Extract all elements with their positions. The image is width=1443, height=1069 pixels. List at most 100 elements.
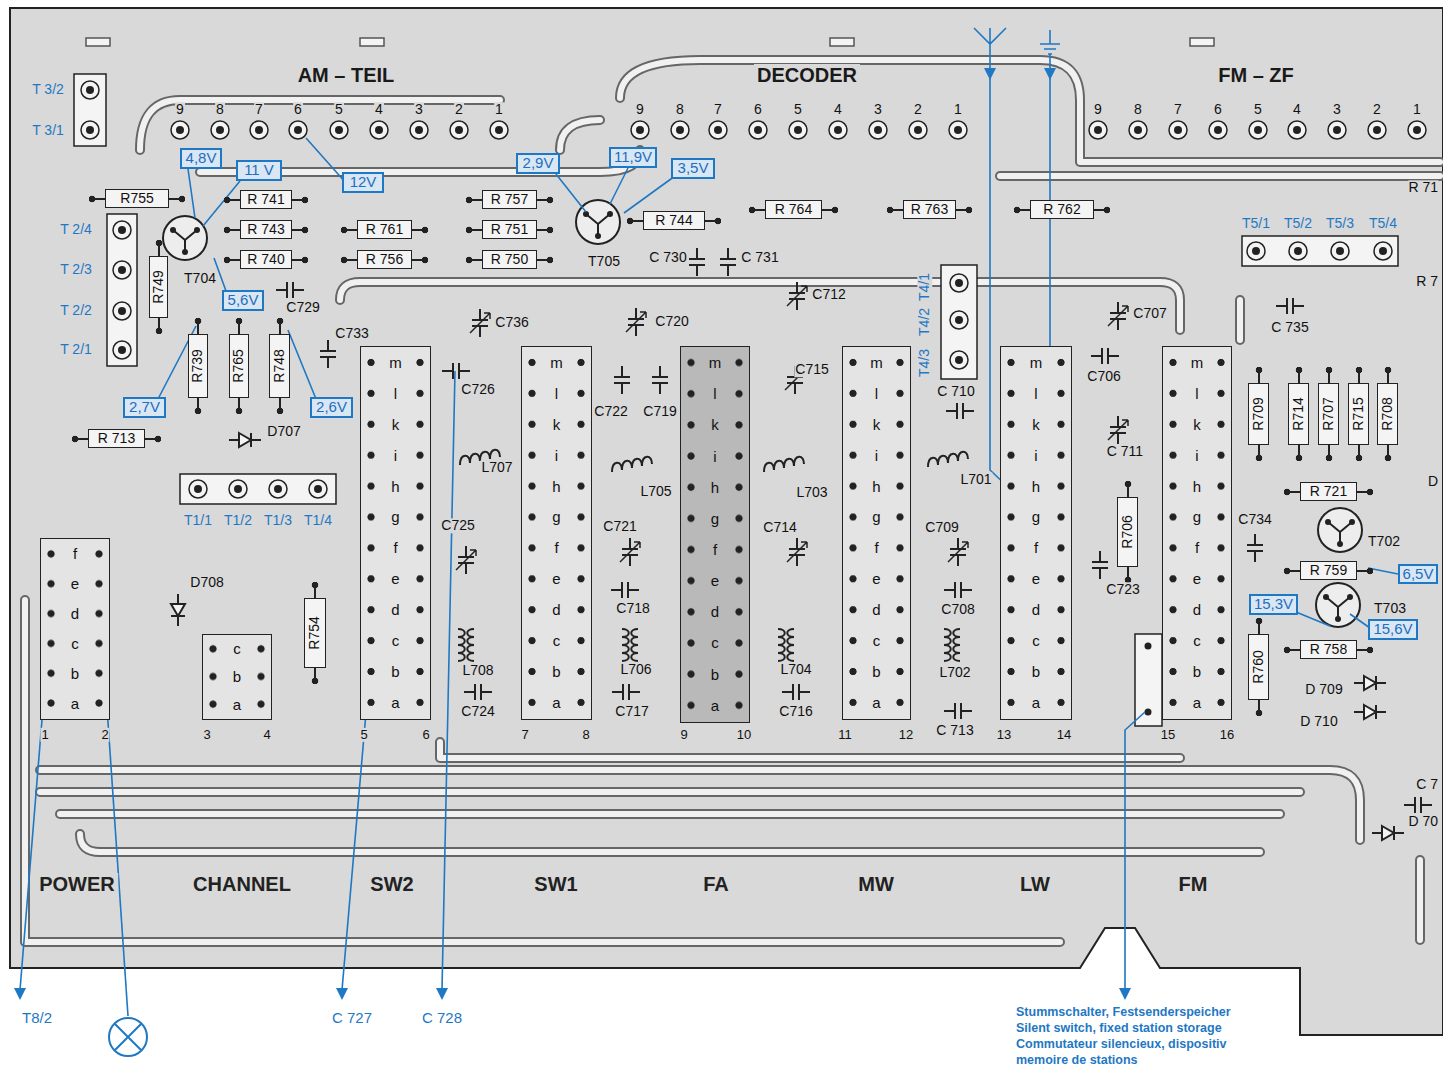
voltage-value: 6,5V bbox=[1403, 566, 1434, 583]
component-label: C724 bbox=[460, 704, 495, 719]
pcb-artwork-part bbox=[229, 480, 247, 498]
component-label: T703 bbox=[1373, 601, 1407, 616]
pcb-artwork-part bbox=[140, 100, 500, 150]
contact-letter: b bbox=[41, 658, 109, 688]
pcb-artwork-part bbox=[330, 121, 348, 139]
pcb-artwork-part bbox=[1145, 643, 1152, 716]
voltage-callout: 12V bbox=[342, 172, 384, 193]
resistor-body: R 763 bbox=[903, 200, 956, 219]
switch-number: 4 bbox=[262, 728, 271, 742]
contact-letter: c bbox=[681, 627, 749, 658]
voltage-callout: 11,9V bbox=[609, 147, 657, 168]
pcb-artwork-part bbox=[1354, 676, 1386, 690]
switch-number: 10 bbox=[736, 728, 752, 742]
component-label: D 70 bbox=[1408, 814, 1438, 829]
part-number: R 762 bbox=[1043, 202, 1080, 217]
contact-letter: f bbox=[843, 532, 910, 563]
resistor-body: R755 bbox=[105, 189, 169, 208]
pin-number: 4 bbox=[833, 102, 843, 117]
note-text: Commutateur silencieux, dispositiv bbox=[1016, 1038, 1226, 1052]
pcb-artwork-part bbox=[789, 121, 807, 139]
pin-number: 4 bbox=[1292, 102, 1302, 117]
resistor-body: R 713 bbox=[88, 429, 145, 448]
component-label: D707 bbox=[266, 424, 301, 439]
pin-number: 2 bbox=[1372, 102, 1382, 117]
pcb-artwork-part bbox=[442, 363, 470, 379]
terminal-label: T5/1 bbox=[1241, 216, 1271, 231]
pcb-artwork-part bbox=[610, 168, 628, 204]
contact-letter: a bbox=[843, 687, 910, 718]
resistor-body: R749 bbox=[149, 256, 168, 318]
voltage-callout: 2,6V bbox=[310, 397, 353, 418]
pcb-artwork-part bbox=[950, 274, 968, 292]
pcb-artwork-part bbox=[40, 787, 1300, 797]
pcb-artwork-part bbox=[464, 684, 492, 700]
contact-letter: k bbox=[1001, 409, 1071, 440]
pin-number: 5 bbox=[334, 102, 344, 117]
resistor-body: R 750 bbox=[482, 250, 537, 269]
pcb-artwork-part bbox=[620, 60, 1440, 162]
pcb-artwork-part bbox=[115, 1024, 141, 1050]
component-label: C 711 bbox=[1106, 444, 1144, 459]
resistor-body: R739 bbox=[188, 334, 208, 398]
pcb-artwork-part bbox=[14, 988, 26, 1000]
component-label: T704 bbox=[183, 271, 217, 286]
pcb-artwork-part bbox=[1108, 416, 1128, 444]
contact-letter: l bbox=[361, 378, 430, 409]
contact-letter: e bbox=[843, 563, 910, 594]
contact-letter: d bbox=[41, 599, 109, 629]
contact-letter: f bbox=[1163, 532, 1231, 563]
pcb-artwork-part bbox=[652, 366, 668, 394]
pcb-artwork-part bbox=[171, 594, 185, 626]
pcb-artwork-part bbox=[81, 81, 99, 99]
component-label: C733 bbox=[334, 326, 369, 341]
pcb-artwork-part bbox=[720, 248, 736, 276]
pcb-artwork-part bbox=[1350, 614, 1370, 628]
component-label: C726 bbox=[460, 382, 495, 397]
pcb-artwork-part bbox=[14, 68, 1131, 1000]
pcb-artwork-part bbox=[1374, 242, 1392, 260]
component-label: C714 bbox=[762, 520, 797, 535]
component-label: C 713 bbox=[935, 723, 974, 738]
pcb-artwork-part bbox=[560, 120, 600, 150]
contact-letter: c bbox=[843, 625, 910, 656]
pcb-artwork-part bbox=[163, 216, 207, 260]
switch-number: 2 bbox=[100, 728, 109, 742]
pcb-artwork-part bbox=[1249, 121, 1267, 139]
pcb-artwork-part bbox=[458, 629, 474, 661]
contact-letter: l bbox=[1163, 378, 1231, 409]
pcb-artwork-part bbox=[1408, 121, 1426, 139]
pin-number: 8 bbox=[215, 102, 225, 117]
pcb-artwork-part bbox=[1190, 38, 1214, 46]
pcb-artwork-part bbox=[180, 474, 336, 504]
contact-letter: d bbox=[1163, 594, 1231, 625]
part-number: R708 bbox=[1380, 397, 1395, 430]
pcb-artwork-part bbox=[340, 282, 1180, 330]
pin-number: 5 bbox=[793, 102, 803, 117]
switch-block: mlkihgfedcba bbox=[680, 346, 750, 723]
resistor-body: R765 bbox=[229, 334, 249, 398]
switch-name: SW2 bbox=[367, 873, 416, 895]
pcb-artwork-part bbox=[107, 214, 137, 366]
voltage-value: 2,7V bbox=[129, 399, 160, 416]
contact-letter: g bbox=[1001, 502, 1071, 533]
pcb-artwork-part bbox=[556, 174, 586, 212]
contact-letter: l bbox=[522, 378, 591, 409]
pin-number: 2 bbox=[913, 102, 923, 117]
component-label: C 731 bbox=[740, 250, 779, 265]
component-label: D 709 bbox=[1304, 682, 1343, 697]
pcb-artwork-part bbox=[1242, 236, 1398, 266]
terminal-label: T 2/3 bbox=[59, 262, 93, 277]
pcb-artwork-part bbox=[941, 265, 977, 379]
pcb-artwork-part bbox=[74, 74, 106, 146]
voltage-value: 3,5V bbox=[678, 160, 709, 177]
switch-number: 15 bbox=[1160, 728, 1176, 742]
pcb-artwork-part bbox=[950, 351, 968, 369]
voltage-value: 15,6V bbox=[1373, 621, 1412, 638]
pin-number: 7 bbox=[713, 102, 723, 117]
component-label: C706 bbox=[1086, 369, 1121, 384]
component-label: C707 bbox=[1132, 306, 1167, 321]
pin-number: 1 bbox=[494, 102, 504, 117]
part-number: R 756 bbox=[366, 252, 403, 267]
pcb-artwork-part bbox=[113, 221, 131, 239]
